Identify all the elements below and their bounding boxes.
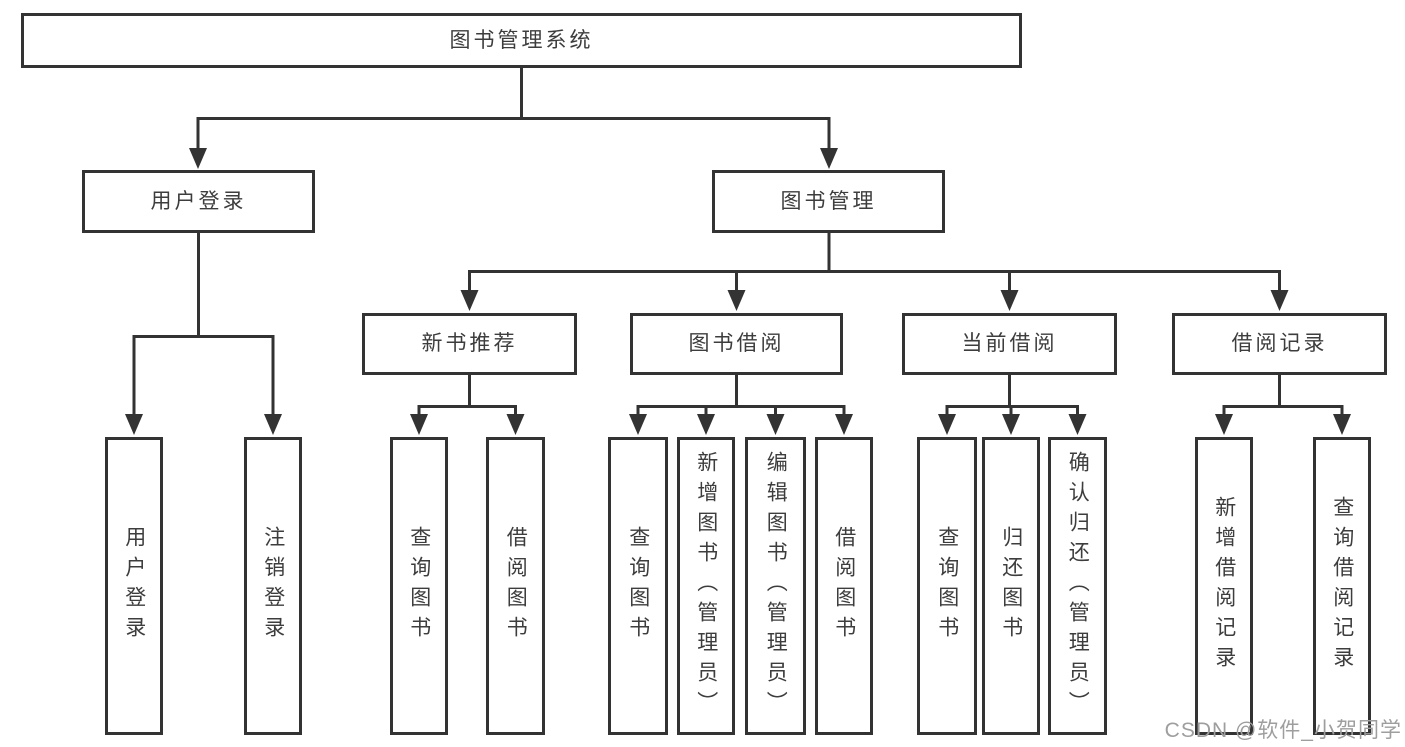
node-library-management-system: 图书管理系统 <box>21 13 1022 68</box>
edge-borrowrecords-to-leaves <box>1215 373 1351 435</box>
node-cb-query-book: 查询图书 <box>917 437 977 735</box>
node-br-add-record: 新增借阅记录 <box>1195 437 1253 735</box>
edge-userlogin-to-leaves <box>125 231 282 435</box>
edge-bookmgmt-to-level3 <box>460 231 1289 311</box>
node-bb-borrow-book: 借阅图书 <box>815 437 873 735</box>
node-bb-query-book: 查询图书 <box>608 437 668 735</box>
node-current-borrowing: 当前借阅 <box>902 313 1117 375</box>
node-book-borrowing: 图书借阅 <box>630 313 843 375</box>
node-user-login: 用户登录 <box>105 437 163 735</box>
node-cb-confirm-return-admin: 确认归还（管理员） <box>1048 437 1107 735</box>
edge-currentborrow-to-leaves <box>938 373 1087 435</box>
node-bb-edit-book-admin: 编辑图书（管理员） <box>745 437 806 735</box>
edge-root-to-level2 <box>189 66 838 169</box>
node-user-login-group: 用户登录 <box>82 170 315 233</box>
node-br-query-record: 查询借阅记录 <box>1313 437 1371 735</box>
node-book-management: 图书管理 <box>712 170 945 233</box>
node-new-book-recommendation: 新书推荐 <box>362 313 577 375</box>
node-bb-add-book-admin: 新增图书（管理员） <box>677 437 735 735</box>
edge-bookborrow-to-leaves <box>629 373 853 435</box>
node-logout: 注销登录 <box>244 437 302 735</box>
node-cb-return-book: 归还图书 <box>982 437 1040 735</box>
csdn-watermark: CSDN @软件_小贺同学 <box>1164 719 1402 742</box>
edge-newbookrec-to-leaves <box>410 373 525 435</box>
node-rec-query-book: 查询图书 <box>390 437 448 735</box>
node-rec-borrow-book: 借阅图书 <box>486 437 545 735</box>
node-borrowing-records: 借阅记录 <box>1172 313 1387 375</box>
